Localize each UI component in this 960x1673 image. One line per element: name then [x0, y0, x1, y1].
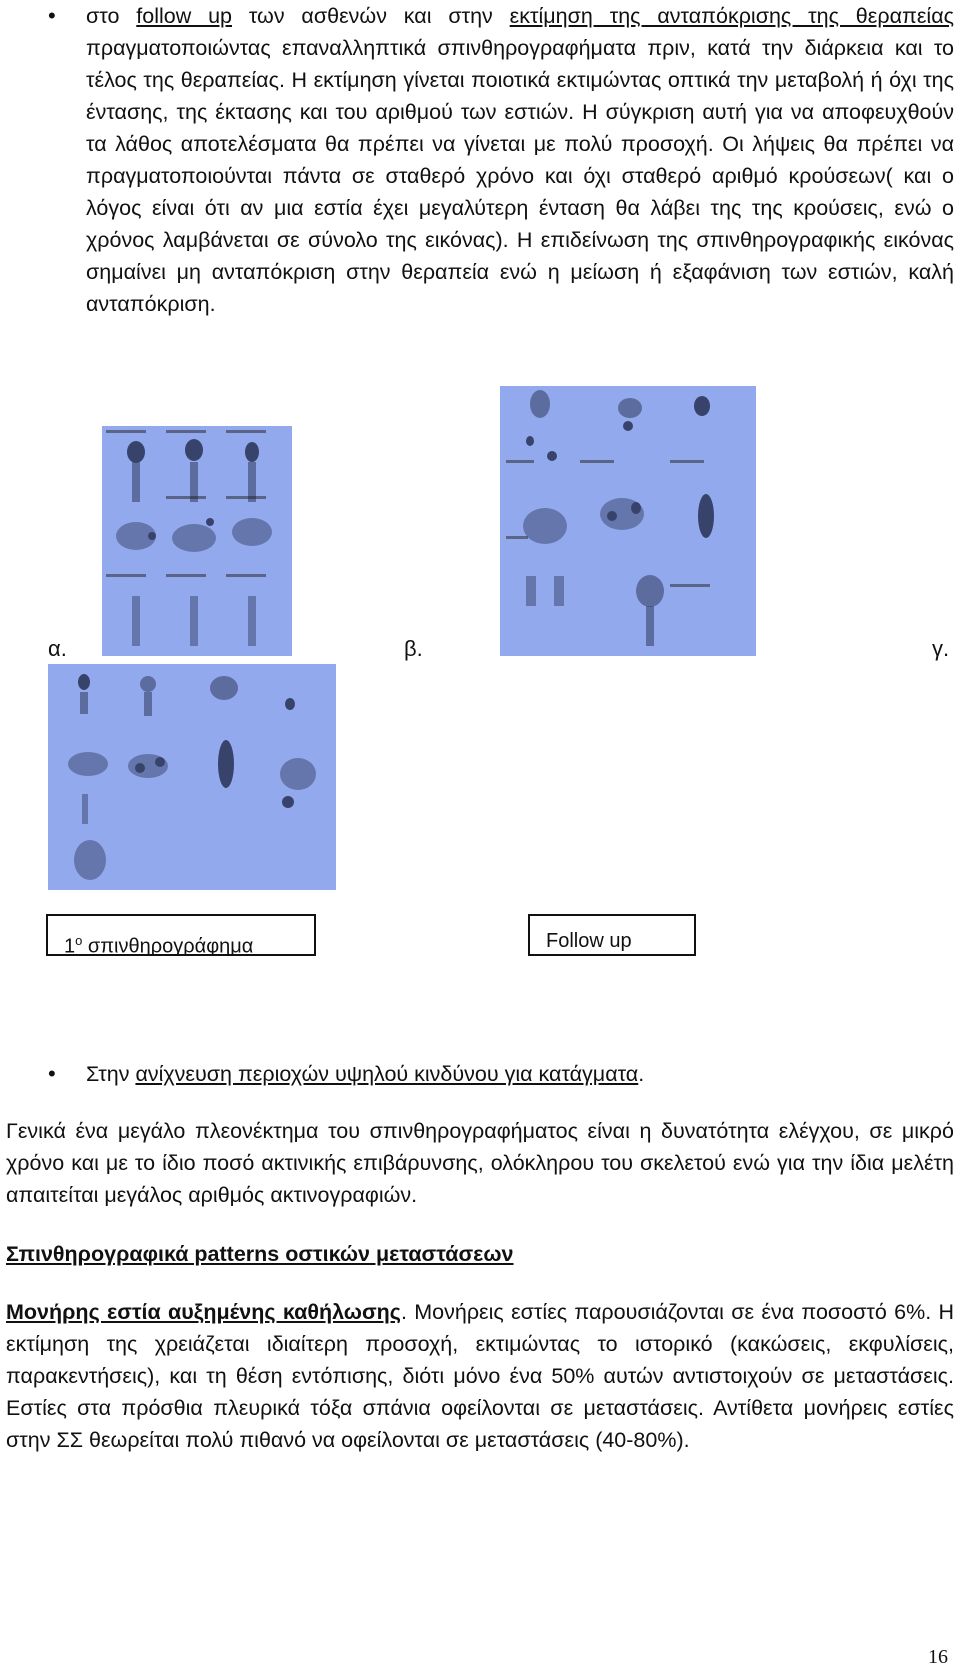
caption-first-scan: 1ο σπινθηρογράφημα [46, 914, 316, 956]
caption-number: 1 [64, 935, 76, 956]
bullet-marker: • [48, 1061, 56, 1086]
bone-scan-image-b [500, 386, 756, 656]
text-run: . [638, 1062, 645, 1086]
figure-label-c: γ. [932, 636, 950, 661]
solitary-lesion-paragraph: Μονήρης εστία αυξημένης καθήλωσης. Μονήρ… [6, 1296, 954, 1456]
figure-label-b: β. [404, 636, 423, 661]
bullet-marker: • [48, 3, 56, 28]
bone-scan-image-c [48, 664, 336, 890]
fracture-risk-bullet: Στην ανίχνευση περιοχών υψηλού κινδύνου … [86, 1058, 954, 1090]
page-number: 16 [928, 1646, 948, 1668]
text-run: στο [86, 4, 137, 28]
text-run: . Μονήρεις εστίες παρουσιάζονται σε ένα … [6, 1300, 954, 1452]
advantage-paragraph: Γενικά ένα μεγάλο πλεονέκτημα του σπινθη… [6, 1119, 954, 1207]
section-heading: Σπινθηρογραφικά patterns οστικών μεταστά… [6, 1242, 514, 1266]
caption-text: σπινθηρογράφημα [82, 935, 254, 956]
caption-text: Follow up [546, 930, 632, 952]
response-assessment-term: εκτίμηση της ανταπόκρισης της θεραπείας [509, 4, 954, 28]
bone-scan-image-a [102, 426, 292, 656]
caption-follow-up: Follow up [528, 914, 696, 956]
text-run: Στην [86, 1062, 136, 1086]
text-run: των ασθενών και στην [232, 4, 510, 28]
solitary-lesion-term: Μονήρης εστία αυξημένης καθήλωσης [6, 1300, 401, 1324]
figure-label-a: α. [48, 636, 67, 661]
follow-up-paragraph: στο follow up των ασθενών και στην εκτίμ… [86, 0, 954, 320]
follow-up-term: follow up [136, 4, 232, 28]
caption-superscript: ο [75, 933, 83, 948]
text-run: πραγματοποιώντας επαναλληπτικά σπινθηρογ… [86, 36, 954, 316]
fracture-risk-term: ανίχνευση περιοχών υψηλού κινδύνου για κ… [135, 1062, 639, 1086]
